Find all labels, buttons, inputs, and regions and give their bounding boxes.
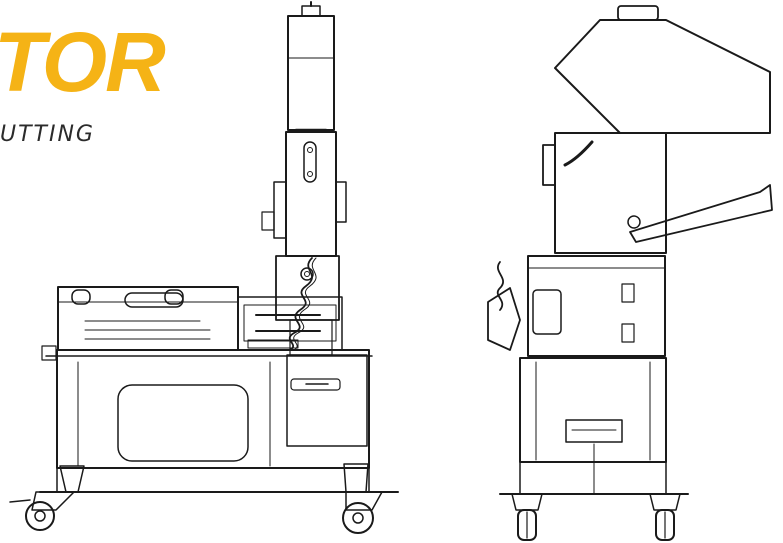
end-caster-left: [511, 493, 543, 541]
side-box-handle: [290, 378, 341, 391]
cutter-hub: [300, 267, 314, 281]
chamber-handle: [542, 144, 556, 186]
tower-slot-pin-top: [307, 147, 313, 153]
end-access-panel: [565, 419, 623, 443]
end-view: [487, 5, 773, 541]
cutting-chamber: [554, 132, 667, 254]
output-arm: [629, 184, 773, 243]
hinge-upper: [621, 283, 635, 303]
tower-bracket-right: [335, 181, 347, 223]
caster-right: [342, 463, 383, 534]
caster-left: [9, 465, 85, 531]
front-bracket: [41, 345, 57, 361]
output-arm-pivot: [627, 215, 641, 229]
motor-cap-right: [164, 289, 184, 305]
cutter-hub-center: [304, 271, 310, 277]
end-cabinet: [519, 357, 667, 463]
end-caster-right: [649, 493, 681, 541]
brand-tagline-fragment: UTTING: [0, 122, 95, 147]
coiled-hose: [288, 257, 313, 351]
side-view: [9, 1, 399, 534]
tower-cap: [301, 5, 321, 17]
feed-tower-lower: [285, 131, 337, 257]
motor-cap-left: [71, 289, 91, 305]
feed-tower-upper: [287, 15, 335, 131]
motor-housing: [57, 286, 239, 351]
drive-clamp: [247, 339, 299, 349]
tower-bracket-left-tab: [261, 211, 275, 231]
cart-cabinet: [56, 349, 370, 469]
tower-bracket-left: [273, 181, 287, 239]
motor-plate: [487, 287, 521, 351]
end-body-window: [532, 289, 562, 335]
hinge-lower: [621, 323, 635, 343]
end-body: [527, 255, 666, 357]
hopper-lid-cap: [617, 5, 659, 21]
brand-name-fragment: TOR: [0, 15, 166, 109]
tower-slot: [303, 141, 317, 183]
side-box: [286, 354, 368, 447]
coiled-hose-edge: [293, 257, 317, 351]
end-coiled-hose: [496, 261, 504, 311]
hopper: [554, 19, 771, 134]
tower-slot-pin-bottom: [307, 171, 313, 177]
cabinet-access-window: [117, 384, 249, 462]
motor-vent-slot: [124, 292, 184, 308]
chamber-latch-arm: [563, 140, 594, 167]
